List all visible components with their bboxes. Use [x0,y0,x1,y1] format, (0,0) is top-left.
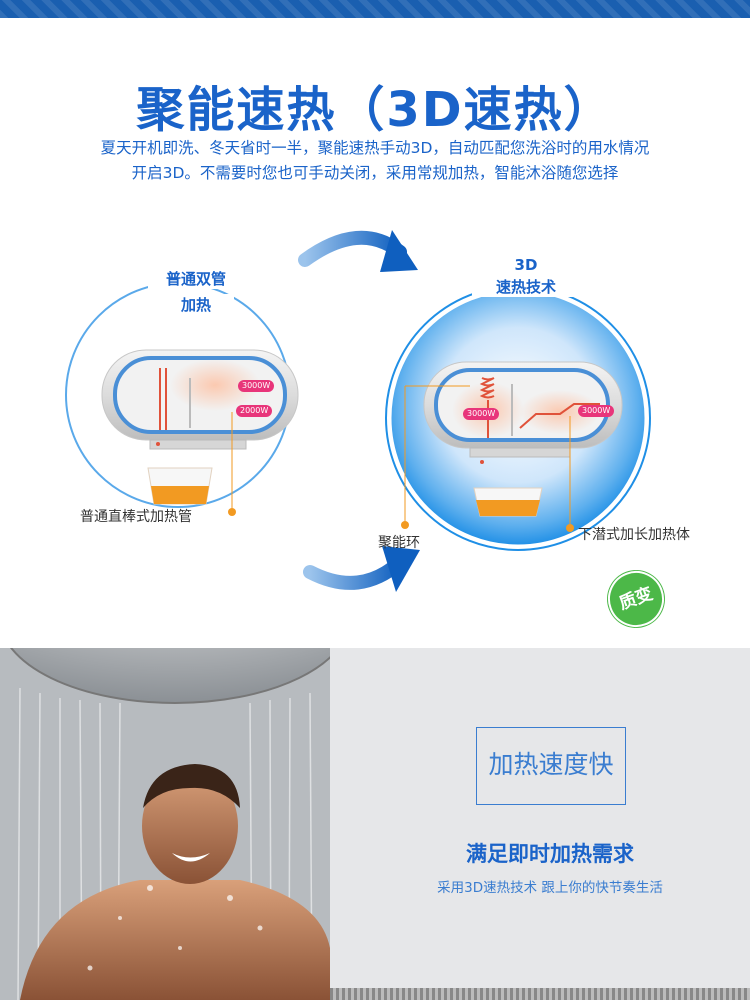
right-heat-glow-2 [520,390,600,434]
left-tank-base [149,439,247,450]
shower-head-rim [10,648,330,704]
right-tank-base [469,447,571,458]
right-badge-right: 3000W [578,405,615,417]
right-label-line1: 3D [495,256,557,274]
page-description-line2: 开启3D。不需要时您也可手动关闭，采用常规加热，智能沐浴随您选择 [131,164,619,182]
right-badge-left: 3000W [463,408,500,420]
bottom-arrow-head [382,546,420,592]
left-leader-dot [228,508,236,516]
man-hair [143,764,240,808]
man-head [142,768,238,884]
feature-subtitle: 采用3D速热技术 跟上你的快节奏生活 [437,880,663,896]
feature-title: 满足即时加热需求 [466,842,634,866]
right-basin-water [476,500,540,516]
page-description-line1: 夏天开机即洗、冬天省时一半，聚能速热手动3D，自动匹配您洗浴时的用水情况 [100,139,650,157]
right-leader-dot-left [401,521,409,529]
man-mouth [172,853,210,862]
bottom-transition-arrow [303,555,407,590]
bottom-texture-strip [330,988,750,1000]
top-arrow-head [380,230,418,272]
right-caption-right: 下潜式加长加热体 [578,527,690,543]
left-pipe-dot [156,442,160,446]
left-label-line2: 加热 [158,294,234,315]
shower-photo-illustration [0,648,330,1000]
man-shoulders [20,880,330,1000]
top-decorative-band [0,0,750,18]
left-label-line1: 普通双管 [148,268,244,289]
left-caption: 普通直棒式加热管 [80,509,192,525]
right-label-line2: 速热技术 [472,276,580,297]
right-caption-left: 聚能环 [378,535,420,551]
right-long-heater [519,403,600,429]
right-leader-dot-right [566,524,574,532]
left-badge-top: 3000W [238,380,275,392]
comparison-diagram: 普通双管 加热 3000W 2000W 普通直棒式加热管 3D 速热技术 300… [0,200,750,635]
page-title: 聚能速热（3D速热） [136,82,614,138]
left-badge-bottom: 2000W [236,405,273,417]
right-pipe-dot [480,460,484,464]
water-splash [87,885,263,971]
feature-section: 加热速度快 满足即时加热需求 采用3D速热技术 跟上你的快节奏生活 [0,648,750,1000]
comparison-illustration [65,230,651,592]
feature-panel: 加热速度快 满足即时加热需求 采用3D速热技术 跟上你的快节奏生活 [330,648,750,988]
left-heat-glow [170,359,260,411]
left-basin-water [151,486,209,504]
shower-photo [0,648,330,1000]
feature-box: 加热速度快 [476,727,626,805]
